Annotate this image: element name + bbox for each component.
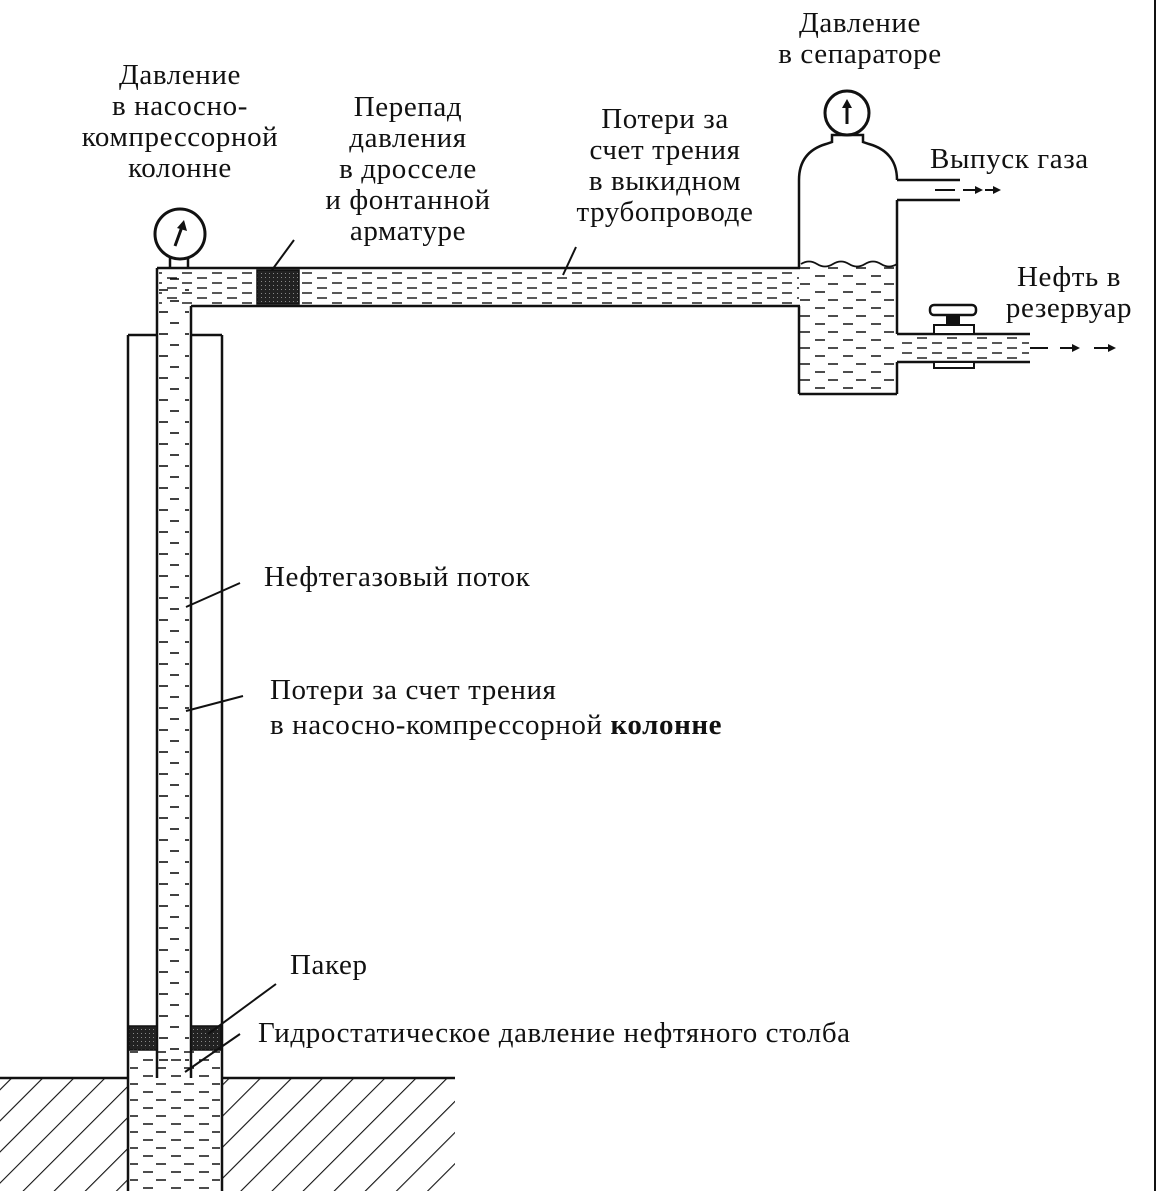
tubing-string [155,268,193,1078]
packer-label: Пакер [290,949,368,981]
oil-outlet-pipe [897,332,1116,364]
leader-lines [184,239,577,1073]
separator-pressure-label: Давление в сепараторе [735,8,985,70]
tubing-friction-label-text: в насосно-компрессорной [270,709,603,741]
separator-vessel [797,133,899,396]
flowline-friction-label-line: счет трения [589,134,741,166]
ground-hatching [0,1076,455,1191]
tubing-friction-label-line: в насосно-компрессорной колонне [270,710,722,741]
well-casing [126,333,224,1191]
separator-pressure-label-line: в сепараторе [778,38,942,70]
gas-outlet-label: Выпуск газа [930,143,1089,175]
flowline-friction-label-line: в выкидном [588,165,742,197]
tubing-pressure-label-line: в насосно- [112,90,248,122]
choke-drop-label-line: и фонтанной [325,184,491,216]
oil-gas-flow-label: Нефтегазовый поток [264,561,531,593]
hydrostatic-leader [184,1033,241,1073]
choke-drop-label-line: Перепад [353,91,463,123]
choke [256,269,300,305]
packer [128,1025,222,1051]
gas-outlet-pipe [897,178,1001,202]
hydrostatic-label: Гидростатическое давление нефтяного стол… [258,1017,851,1049]
choke-drop-label-line: давления [349,122,467,154]
flowline-leader [562,246,577,276]
choke-drop-label: Перепад давления в дросселе и фонтанной … [288,92,528,247]
oil-to-tank-label-line: Нефть в [1016,261,1121,293]
oil-gas-flow-leader [185,582,241,608]
tubing-pressure-label-line: компрессорной [81,121,279,153]
separator-pressure-gauge-icon [823,89,871,137]
outlet-valve-icon [928,303,978,369]
flowline-friction-label-line: трубопроводе [576,196,754,228]
flowline-friction-label-line: Потери за [601,103,729,135]
tubing-pressure-label-line: Давление [118,59,242,91]
tubing-pressure-label: Давление в насосно- компрессорной колонн… [40,60,320,184]
bottomhole-fluid [130,1050,220,1191]
tubing-pressure-label-line: колонне [128,152,232,184]
tubing-pressure-gauge-icon [153,207,207,268]
tubing-friction-label-line: Потери за счет трения [270,674,557,706]
packer-leader [207,983,277,1035]
tubing-friction-leader [185,695,244,712]
separator-pressure-label-line: Давление [798,7,922,39]
flowline-friction-label: Потери за счет трения в выкидном трубопр… [540,104,790,228]
tubing-friction-label-bold: колонне [610,709,723,741]
choke-leader [271,239,295,271]
oil-to-tank-label-line: резервуар [1005,292,1133,324]
flowline [157,266,800,308]
tubing-friction-label: Потери за счет трения в насосно-компресс… [270,675,722,741]
choke-drop-label-line: арматуре [349,215,467,247]
oil-to-tank-label: Нефть в резервуар [985,262,1153,324]
choke-drop-label-line: в дросселе [339,153,477,185]
